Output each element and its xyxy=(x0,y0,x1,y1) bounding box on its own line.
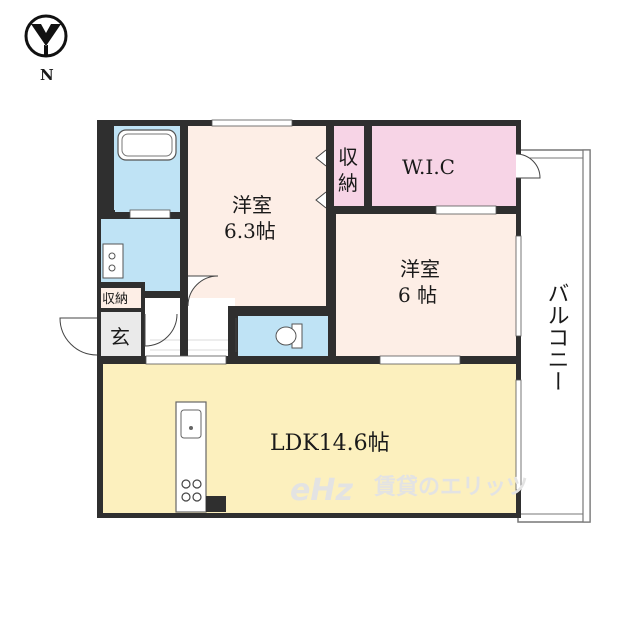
stove-icon xyxy=(181,479,202,502)
western-room-2 xyxy=(336,214,516,356)
entrance xyxy=(101,312,141,360)
washbasin-icon xyxy=(102,243,124,279)
wic-label: W.I.C xyxy=(402,155,455,179)
doors xyxy=(59,149,541,356)
sink-icon xyxy=(180,409,202,439)
storage-entry-label: 収納 xyxy=(102,292,128,307)
western-room-1-size: 6.3帖 xyxy=(224,219,276,243)
entrance-label: 玄 xyxy=(110,325,130,349)
interior-walls xyxy=(97,120,521,364)
watermark: eHz 賃貸のエリッツ xyxy=(290,473,528,508)
western-room-1-name: 洋室 xyxy=(232,193,272,217)
toilet-icon xyxy=(275,323,303,349)
watermark-text: 賃貸のエリッツ xyxy=(373,474,528,500)
balcony-area xyxy=(517,149,591,523)
storage-1-label-2: 納 xyxy=(338,171,358,195)
storage-1 xyxy=(334,126,364,206)
balcony xyxy=(517,149,591,523)
watermark-logo: eHz xyxy=(290,473,353,508)
ldk xyxy=(103,364,516,513)
compass: N xyxy=(24,14,68,84)
storage-entry xyxy=(101,288,143,310)
ldk-label: LDK14.6帖 xyxy=(270,431,390,456)
windows xyxy=(129,119,522,491)
hallway xyxy=(143,298,235,360)
compass-label: N xyxy=(40,66,54,84)
walk-in-closet xyxy=(372,126,516,206)
western-room-2-size: 6 帖 xyxy=(398,283,437,307)
bathtub-icon xyxy=(117,129,177,161)
western-room-2-name: 洋室 xyxy=(400,257,440,281)
compass-arrow-icon xyxy=(31,24,61,56)
storage-1-label-1: 収 xyxy=(338,145,358,169)
balcony-label: バルコニー xyxy=(544,282,569,392)
balcony-rail xyxy=(582,149,591,523)
kitchen-counter xyxy=(175,401,226,513)
